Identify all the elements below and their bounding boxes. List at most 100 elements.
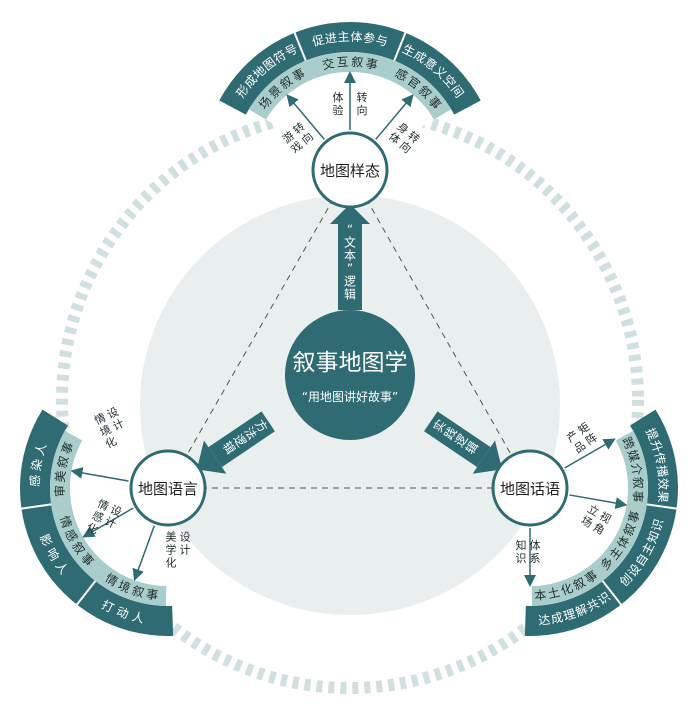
right-outer-label-0-char: 提 [643, 426, 662, 443]
right-inner-label-2: 本土化叙事 [534, 568, 600, 603]
top-inner-label-1-char: 事 [290, 66, 307, 84]
center-circle [285, 310, 415, 440]
top-mid-label-0-char: 验 [333, 103, 344, 117]
left-outer-label-2-char: 影 [37, 532, 55, 549]
left-outer-label-0-char: 动 [114, 604, 130, 621]
right-outer-label-2-char: 知 [645, 529, 662, 545]
top-mid-label-0-char: 体 [333, 90, 344, 104]
node-right-label: 地图话语 [500, 480, 560, 498]
dashed-edge-top-right [349, 169, 531, 489]
node-right: 地图话语 [491, 449, 569, 527]
top-outer-label-2-char: 生 [400, 42, 417, 60]
top-inner-label-0-char: 叙 [351, 55, 364, 70]
right-inner-label-1-char: 叙 [621, 522, 639, 538]
left-outer-label-0-char: 打 [99, 598, 116, 616]
left-mid-label-0-char: 计 [111, 417, 126, 433]
right-outer-label-2-char: 识 [649, 517, 666, 532]
right-arrow-0 [564, 438, 616, 469]
left-outer-label-1-char: 感 [27, 474, 43, 487]
left-mid-label-1-char: 化 [84, 520, 100, 537]
left-mid-label-2-char: 美 [166, 531, 177, 544]
arrow-top-char: “ [347, 223, 353, 237]
left-mid-label-1-char: 计 [103, 515, 118, 531]
right-inner-label-0-char: 介 [628, 462, 644, 476]
left-inner-label-2-char: 审 [52, 485, 67, 497]
arrow-top-text: “文本”逻辑 [344, 223, 356, 302]
left-outer-label-0: 打动人 [99, 598, 145, 626]
left-inner-label-2-char: 美 [53, 470, 68, 483]
top-arrow-right [375, 94, 414, 140]
left-mid-label-2-char: 学 [166, 543, 177, 557]
right-mid-label-2-char: 知 [516, 538, 527, 552]
small-arrows: 体验转向游戏转向身体转向情境化设计情感化设计美学化设计产品矩阵立场视角知识体系 [70, 71, 628, 587]
left-inner-band [49, 430, 167, 606]
right-inner-label-0-char: 事 [630, 490, 645, 503]
ring-group-right: 提升传播效果达成理解共识创设自主知识跨媒介叙事多主体叙事本土化叙事 [524, 409, 678, 636]
left-mid-label-2-char: 计 [180, 544, 191, 557]
right-outer-label-0-char: 效 [656, 478, 671, 490]
left-mid-label-0-char: 化 [103, 434, 119, 451]
right-inner-label-1-char: 事 [626, 509, 643, 524]
right-outer-label-0-char: 播 [654, 464, 669, 478]
right-outer-label-2-char: 主 [639, 540, 657, 557]
left-outer-separator [76, 580, 97, 606]
top-outer-label-0-char: 与 [374, 33, 389, 49]
arrow-left [196, 411, 275, 474]
left-outer-label-0-char: 人 [130, 609, 145, 625]
left-inner-label-0-char: 叙 [130, 583, 145, 600]
node-left: 地图语言 [129, 449, 207, 527]
left-outer-label-1-char: 染 [28, 458, 45, 472]
left-inner-label-2-char: 事 [59, 440, 76, 456]
arrow-top-label: “文本”逻辑 [344, 223, 356, 302]
top-outer-label-0-char: 主 [337, 30, 350, 45]
right-outer-band [524, 409, 678, 636]
right-outer-label-1-char: 共 [584, 596, 601, 614]
right-inner-band [531, 430, 648, 606]
right-mid-label-2-char: 系 [530, 552, 541, 565]
right-mid-label-2-char: 体 [530, 538, 541, 552]
top-outer-band [219, 22, 481, 115]
left-inner-label-1-char: 情 [57, 514, 74, 530]
node-top: 地图样态 [311, 131, 389, 209]
top-outer-label-1-char: 号 [283, 42, 300, 60]
top-outer-label-0: 促进主体参与 [311, 30, 389, 49]
arrow-top-char: 本 [344, 249, 356, 263]
top-inner-label-0-char: 事 [364, 56, 379, 72]
left-outer-separator [21, 503, 52, 510]
right-outer-label-1-char: 达 [538, 613, 551, 628]
right-inner-label-2-char: 叙 [571, 575, 588, 593]
top-mid-label-1-char: 转 [357, 90, 368, 104]
right-inner-label-2-char: 化 [559, 581, 575, 598]
top-outer-label-0-char: 进 [324, 31, 338, 47]
right-outer-separator [601, 580, 622, 606]
right-inner-label-2-char: 土 [546, 585, 561, 601]
top-outer-separator [393, 32, 407, 61]
top-inner-band [248, 51, 452, 120]
top-mid-label-0: 体验 [333, 90, 344, 117]
top-outer-label-0-char: 参 [362, 30, 376, 47]
right-outer-label-1-char: 解 [573, 602, 589, 620]
left-outer-label-1-char: 人 [32, 442, 49, 458]
right-outer-separator [646, 503, 677, 510]
right-inner-label-0-char: 媒 [625, 448, 642, 464]
left-mid-label-2-char: 设 [180, 531, 191, 544]
right-mid-label-2-char: 识 [516, 552, 527, 565]
right-outer-label-0-char: 果 [655, 490, 670, 503]
top-inner-label-0-char: 互 [336, 55, 349, 70]
left-arrow-1 [82, 507, 134, 538]
right-outer-label-0-char: 传 [652, 451, 669, 466]
right-outer-label-0-char: 升 [648, 438, 665, 454]
arrow-top-char: 逻 [344, 275, 356, 289]
top-outer-label-0-char: 体 [350, 30, 363, 45]
top-mid-label-1-char: 向 [357, 103, 368, 117]
top-inner-label-0-char: 交 [321, 55, 336, 72]
